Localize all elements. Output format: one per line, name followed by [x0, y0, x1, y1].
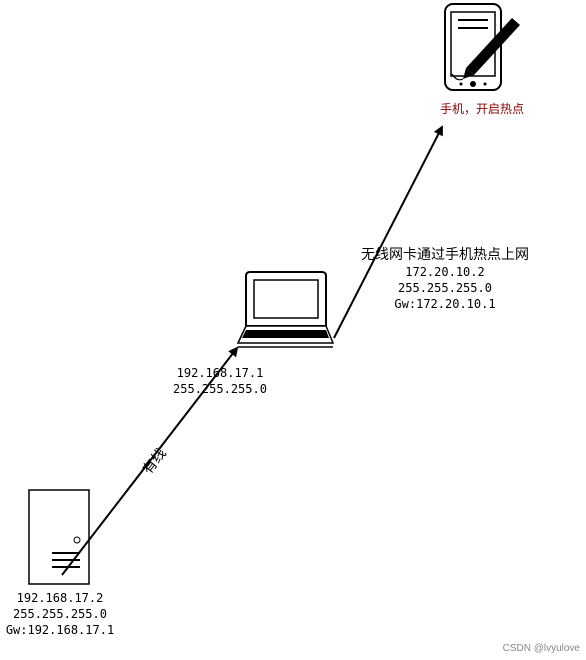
server-icon — [28, 489, 90, 585]
server-mask: 255.255.255.0 — [13, 607, 107, 621]
wired-link-label: 有线 — [140, 446, 170, 478]
server-gateway: Gw:192.168.17.1 — [5, 623, 115, 637]
laptop-wired-info: 192.168.17.1 255.255.255.0 — [160, 365, 280, 397]
laptop-wireless-info: 无线网卡通过手机热点上网 172.20.10.2 255.255.255.0 G… — [340, 246, 550, 312]
phone-label: 手机，开启热点 — [439, 102, 524, 116]
watermark: CSDN @lvyulove — [502, 643, 580, 654]
wireless-ip: 172.20.10.2 — [405, 265, 485, 279]
laptop-icon — [236, 271, 335, 348]
wired-link-line — [61, 346, 239, 576]
wired-ip: 192.168.17.1 — [176, 366, 264, 380]
server-ip: 192.168.17.2 — [16, 591, 104, 605]
wireless-title: 无线网卡通过手机热点上网 — [361, 247, 529, 263]
phone-icon — [444, 3, 520, 91]
wireless-link-line — [333, 125, 443, 339]
wireless-mask: 255.255.255.0 — [398, 281, 492, 295]
wired-mask: 255.255.255.0 — [173, 382, 267, 396]
wireless-gateway: Gw:172.20.10.1 — [394, 297, 496, 311]
server-info: 192.168.17.2 255.255.255.0 Gw:192.168.17… — [0, 590, 120, 638]
